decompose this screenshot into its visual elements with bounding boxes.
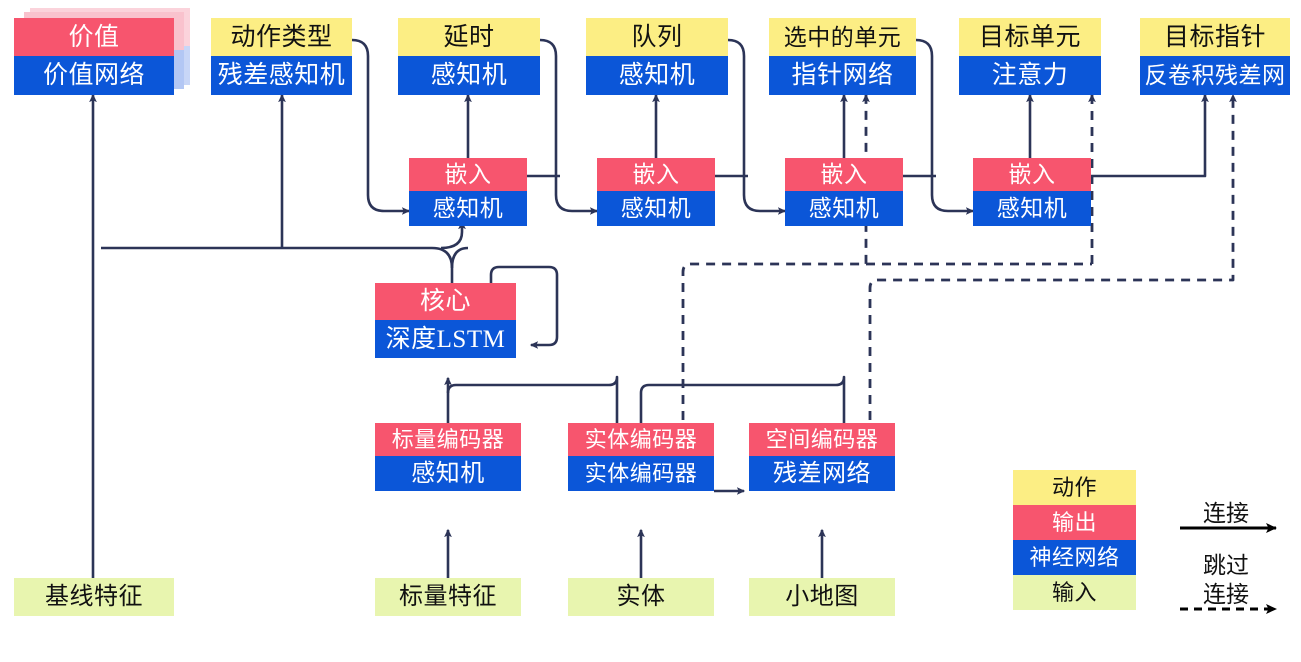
node-entity-encoder-network-label: 实体编码器: [568, 456, 714, 491]
node-entity-encoder-output-label: 实体编码器: [568, 423, 714, 456]
node-action-type[interactable]: 动作类型 残差感知机: [211, 18, 352, 95]
node-delay[interactable]: 延时 感知机: [398, 18, 540, 95]
wire-embed4-to-target-point: [1091, 93, 1209, 178]
node-core-output-label: 核心: [375, 283, 516, 320]
node-embed-3[interactable]: 嵌入 感知机: [785, 158, 903, 226]
node-embed-4-network-label: 感知机: [973, 191, 1091, 226]
node-input-baseline-features-label: 基线特征: [14, 578, 174, 616]
node-scalar-encoder-output-label: 标量编码器: [375, 423, 521, 456]
node-embed-4-output-label: 嵌入: [973, 158, 1091, 191]
node-input-minimap-label: 小地图: [749, 578, 895, 616]
node-spatial-encoder-network-label: 残差网络: [749, 456, 895, 491]
node-target-unit-network-label: 注意力: [959, 56, 1101, 95]
node-embed-1-network-label: 感知机: [409, 191, 527, 226]
node-core[interactable]: 核心 深度LSTM: [375, 283, 516, 358]
node-action-type-network-label: 残差感知机: [211, 56, 352, 95]
node-target-point[interactable]: 目标指针 反卷积残差网: [1140, 18, 1290, 95]
node-selected-units[interactable]: 选中的单元 指针网络: [769, 18, 916, 95]
legend-swatch-action: 动作: [1013, 470, 1136, 505]
legend-swatch-network: 神经网络: [1013, 540, 1136, 575]
node-embed-2-network-label: 感知机: [597, 191, 715, 226]
node-entity-encoder[interactable]: 实体编码器 实体编码器: [568, 423, 714, 491]
node-queue-action-label: 队列: [586, 18, 728, 56]
node-embed-3-output-label: 嵌入: [785, 158, 903, 191]
legend-swatch-input: 输入: [1013, 575, 1136, 610]
node-embed-3-network-label: 感知机: [785, 191, 903, 226]
node-input-minimap[interactable]: 小地图: [749, 578, 895, 616]
node-value-output-label: 价值: [14, 18, 174, 56]
node-embed-2[interactable]: 嵌入 感知机: [597, 158, 715, 226]
node-value[interactable]: 价值 价值网络: [14, 18, 174, 95]
node-embed-1[interactable]: 嵌入 感知机: [409, 158, 527, 226]
node-spatial-encoder[interactable]: 空间编码器 残差网络: [749, 423, 895, 491]
node-input-entities[interactable]: 实体: [568, 578, 714, 616]
node-input-scalar-features-label: 标量特征: [375, 578, 521, 616]
node-embed-1-output-label: 嵌入: [409, 158, 527, 191]
node-selected-units-network-label: 指针网络: [769, 56, 916, 95]
node-target-unit-action-label: 目标单元: [959, 18, 1101, 56]
node-embed-2-output-label: 嵌入: [597, 158, 715, 191]
legend-connection-label: 连接: [1203, 501, 1249, 526]
node-delay-network-label: 感知机: [398, 56, 540, 95]
node-core-network-label: 深度LSTM: [375, 320, 516, 358]
node-embed-4[interactable]: 嵌入 感知机: [973, 158, 1091, 226]
skip-spatial-to-target-point: [868, 93, 1237, 420]
node-input-entities-label: 实体: [568, 578, 714, 616]
node-scalar-encoder[interactable]: 标量编码器 感知机: [375, 423, 521, 491]
legend-skip-label-line2: 连接: [1203, 582, 1249, 607]
node-delay-action-label: 延时: [398, 18, 540, 56]
legend-swatch-output: 输出: [1013, 505, 1136, 540]
node-target-point-network-label: 反卷积残差网: [1140, 56, 1290, 95]
node-target-point-action-label: 目标指针: [1140, 18, 1290, 56]
node-target-unit[interactable]: 目标单元 注意力: [959, 18, 1101, 95]
skip-entity-to-selected-units: [681, 93, 870, 420]
node-queue[interactable]: 队列 感知机: [586, 18, 728, 95]
node-input-scalar-features[interactable]: 标量特征: [375, 578, 521, 616]
node-input-baseline-features[interactable]: 基线特征: [14, 578, 174, 616]
node-scalar-encoder-network-label: 感知机: [375, 456, 521, 491]
wire-core-trunk-left: [101, 246, 454, 283]
node-value-network-label: 价值网络: [14, 56, 174, 95]
wire-core-trunk-stub: [450, 246, 469, 269]
legend-skip-label-line1: 跳过: [1203, 553, 1249, 578]
legend-swatches: 动作 输出 神经网络 输入: [1013, 470, 1136, 610]
legend-arrow-icons: [1180, 523, 1277, 614]
node-spatial-encoder-output-label: 空间编码器: [749, 423, 895, 456]
node-selected-units-action-label: 选中的单元: [769, 18, 916, 56]
legend-arrow-group: 连接 跳过 连接: [1180, 470, 1295, 615]
node-action-type-action-label: 动作类型: [211, 18, 352, 56]
node-queue-network-label: 感知机: [586, 56, 728, 95]
